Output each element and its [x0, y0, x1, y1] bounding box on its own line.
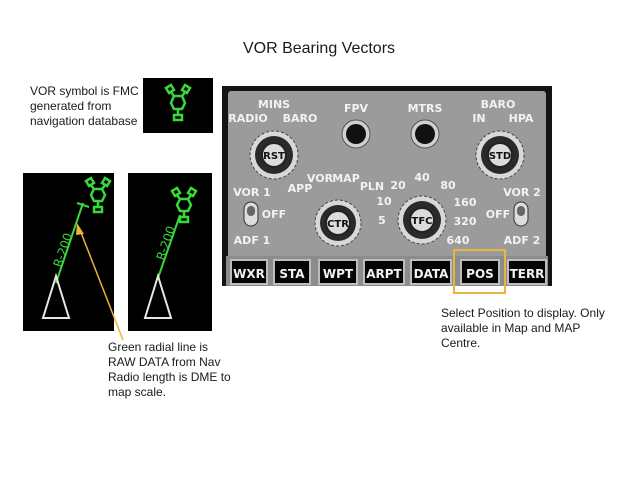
radial-line: [157, 214, 181, 279]
aircraft-symbol: [143, 272, 173, 319]
page-title: VOR Bearing Vectors: [242, 40, 396, 57]
terr-button[interactable]: TERR: [507, 259, 547, 285]
baro-knob[interactable]: STD: [475, 130, 525, 180]
rst-button[interactable]: [261, 142, 287, 168]
range-640-label: 640: [447, 234, 470, 247]
wpt-button[interactable]: WPT: [318, 259, 358, 285]
mode-selector-knob[interactable]: CTR: [314, 199, 362, 247]
rst-label: RST: [263, 151, 285, 162]
vor-symbol-note: VOR symbol is FMC generated from navigat…: [30, 84, 139, 128]
annotation-arrow: [76, 223, 124, 341]
fpv-label: FPV: [344, 102, 369, 115]
pos-button[interactable]: POS: [460, 259, 500, 285]
mode-app-label: APP: [288, 182, 313, 195]
tfc-button[interactable]: [409, 207, 435, 233]
range-selector-knob[interactable]: TFC: [397, 195, 447, 245]
range-5-label: 5: [378, 214, 386, 227]
range-320-label: 320: [454, 215, 477, 228]
range-20-label: 20: [390, 179, 406, 192]
mtrs-label: MTRS: [408, 102, 443, 115]
arpt-button[interactable]: ARPT: [363, 259, 405, 285]
adf1-label: ADF 1: [234, 234, 271, 247]
adf2-label: ADF 2: [504, 234, 541, 247]
off2-label: OFF: [486, 208, 510, 221]
pos-highlight-box: [453, 249, 506, 294]
tfc-label: TFC: [412, 216, 433, 227]
radial-line-note: Green radial line is RAW DATA from Nav R…: [108, 340, 231, 399]
radio-label: RADIO: [228, 112, 268, 125]
vor1-label: VOR 1: [233, 186, 271, 199]
nd-display-right: R-200: [128, 173, 212, 331]
in-label: IN: [472, 112, 485, 125]
range-160-label: 160: [454, 196, 477, 209]
off1-label: OFF: [262, 208, 286, 221]
vor-symbol-icon: [170, 186, 198, 224]
vor-adf-1-switch[interactable]: [243, 201, 259, 227]
mode-vor-label: VOR: [307, 172, 334, 185]
position-note: Select Position to display. Only availab…: [441, 306, 605, 350]
range-40-label: 40: [414, 171, 430, 184]
aircraft-symbol: [41, 272, 71, 319]
std-label: STD: [489, 151, 511, 162]
mtrs-button[interactable]: [410, 119, 440, 149]
hpa-label: HPA: [509, 112, 534, 125]
radial-line: [55, 202, 84, 284]
mode-map-label: MAP: [332, 172, 360, 185]
vor-symbol-icon: [164, 83, 192, 122]
mode-pln-label: PLN: [360, 180, 384, 193]
nd-display-left: R-200: [23, 173, 114, 331]
range-80-label: 80: [440, 179, 456, 192]
ctr-button[interactable]: [325, 210, 351, 236]
wxr-button[interactable]: WXR: [230, 259, 268, 285]
mins-knob[interactable]: RST: [249, 130, 299, 180]
fpv-button[interactable]: [341, 119, 371, 149]
radial-tick: [76, 202, 90, 208]
std-button[interactable]: [487, 142, 513, 168]
data-button[interactable]: DATA: [410, 259, 452, 285]
vor-adf-2-switch[interactable]: [513, 201, 529, 227]
vor2-label: VOR 2: [503, 186, 541, 199]
mins-label: MINS: [258, 98, 290, 111]
sta-button[interactable]: STA: [273, 259, 311, 285]
baro-selector-label: BARO: [481, 98, 516, 111]
vor-symbol-icon: [84, 176, 112, 214]
range-10-label: 10: [376, 195, 392, 208]
vor-symbol-display: [143, 78, 213, 133]
baro-label: BARO: [283, 112, 318, 125]
ctr-label: CTR: [327, 219, 349, 230]
